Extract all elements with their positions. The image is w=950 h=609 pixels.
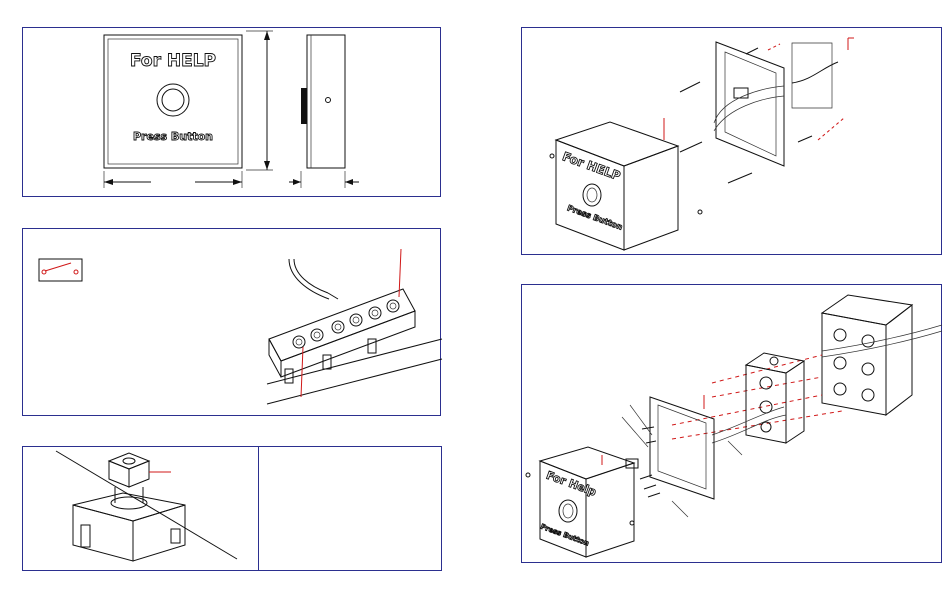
switch-contact-right <box>74 270 78 274</box>
side-view-button <box>301 88 307 124</box>
surface-mount-drawing: For HELP Press Button <box>522 28 943 256</box>
push-button-inner <box>162 89 184 111</box>
panel-terminal-block <box>22 228 441 416</box>
box-push-button <box>559 500 577 522</box>
mounting-plate <box>650 397 714 499</box>
rj45-jack <box>734 88 748 98</box>
switch-lever <box>45 263 71 271</box>
mid-box-top <box>746 353 804 373</box>
box-plate-caption: Press Button <box>539 523 590 548</box>
panel-box-mount: For Help Press Button <box>521 284 942 563</box>
panel-surface-mount: For HELP Press Button <box>521 27 942 255</box>
rear-box-front <box>822 313 886 415</box>
panel-divider <box>258 447 259 570</box>
wall-box <box>792 43 832 108</box>
front-plate-title: For HELP <box>130 51 216 71</box>
rear-box-side <box>886 305 912 415</box>
switch-base-left <box>73 505 133 561</box>
dimension-drawing: For HELP Press Button <box>23 28 442 198</box>
mid-box-side <box>786 361 804 443</box>
rear-box-top <box>822 295 912 325</box>
panel-dimension-views: For HELP Press Button <box>22 27 441 197</box>
surface-push-button <box>583 184 601 206</box>
callout-line-bottom <box>301 347 303 397</box>
box-mount-drawing: For Help Press Button <box>522 285 943 564</box>
side-view-screw <box>326 98 331 103</box>
switch-base-right <box>133 505 185 561</box>
front-plate-caption: Press Button <box>133 130 213 143</box>
surface-plate-title: For HELP <box>560 149 622 183</box>
box-enclosure-side <box>586 463 634 557</box>
surface-plate-caption: Press Button <box>566 203 624 231</box>
actuator-cap-top <box>109 453 149 469</box>
panel-actuator-detail <box>22 446 442 571</box>
actuator-drawing <box>23 447 258 570</box>
enclosure-side <box>624 146 678 250</box>
terminal-drawing <box>23 229 442 417</box>
